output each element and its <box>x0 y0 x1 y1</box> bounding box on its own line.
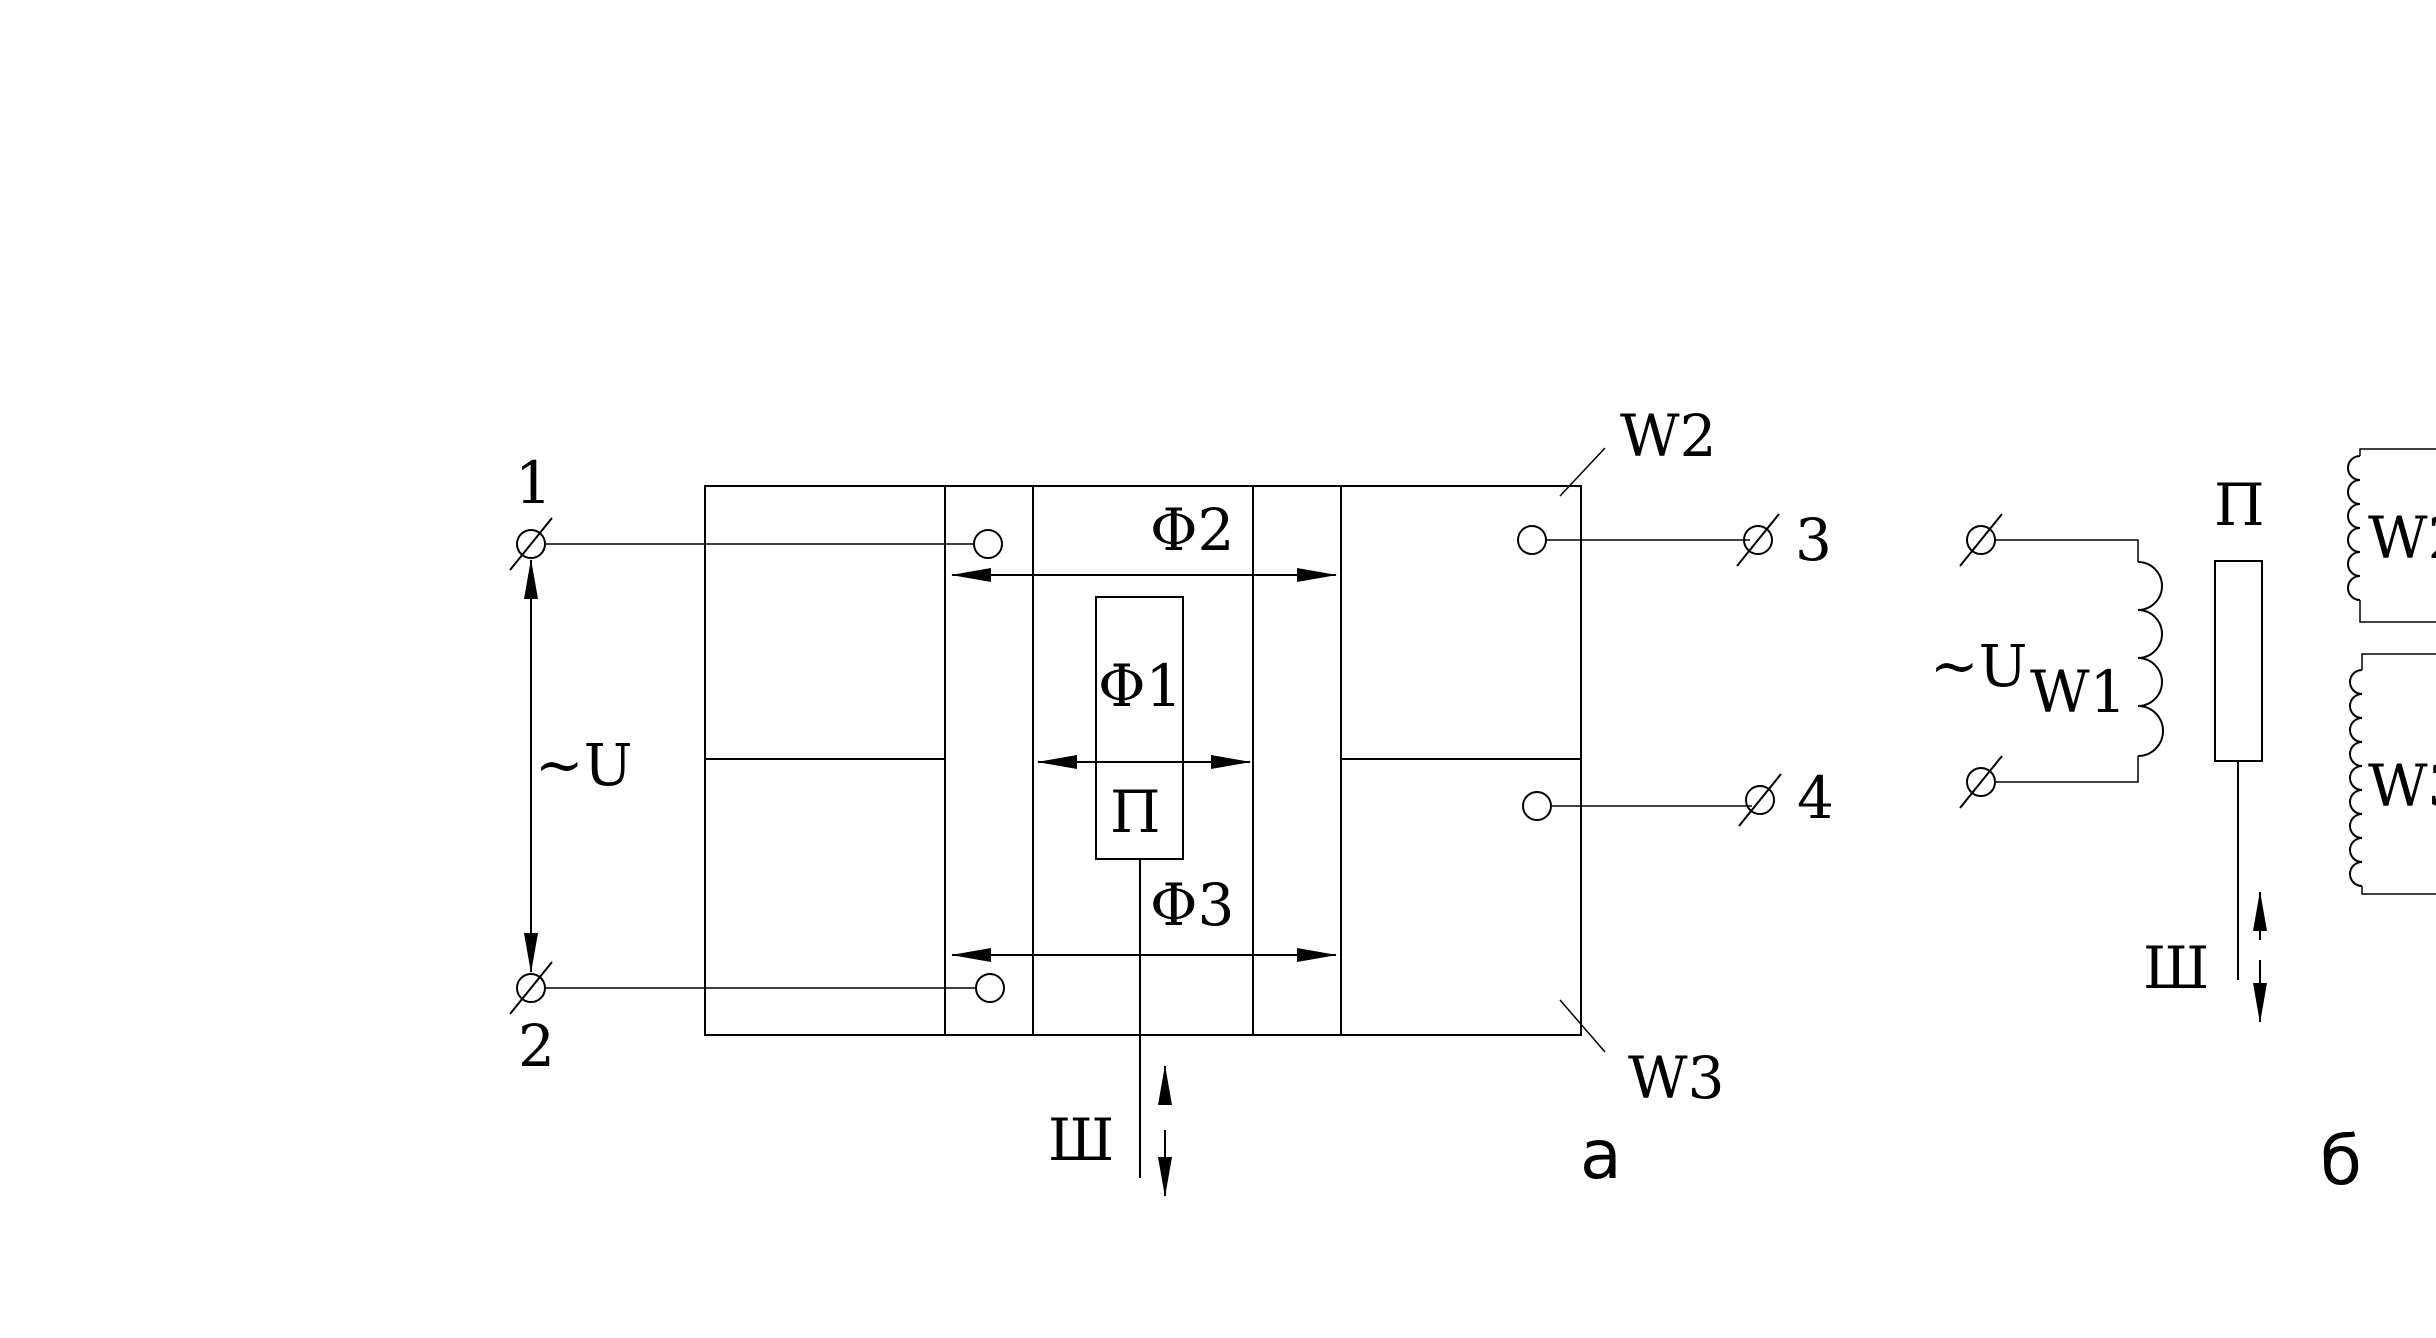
winding-lead-w2-right <box>1517 525 1547 555</box>
plunger-b <box>2214 560 2263 762</box>
label-plunger-b: П <box>2214 471 2265 539</box>
winding-w2-left <box>704 485 946 760</box>
winding-lead-w3-left <box>975 973 1005 1003</box>
figure-b: ~U W1 П W2 W3 Ш б <box>1930 448 2436 1201</box>
label-terminal-3: 3 <box>1795 506 1832 574</box>
coil-w2 <box>2347 455 2361 601</box>
transducer-body <box>704 485 1582 1036</box>
label-w1-b: W1 <box>2030 658 2127 726</box>
label-phi2: Φ2 <box>1150 496 1234 564</box>
label-phi1: Φ1 <box>1098 652 1182 720</box>
label-voltage-b: ~U <box>1930 632 2027 700</box>
terminal-3 <box>1743 525 1773 555</box>
winding-lead-w3-right <box>1522 791 1552 821</box>
winding-w3-left <box>704 758 946 1036</box>
coil-w3 <box>2349 669 2363 887</box>
winding-lead-w2-left <box>973 529 1003 559</box>
core-wall-right <box>1252 485 1342 1036</box>
label-terminal-1: 1 <box>515 449 552 517</box>
label-w2-b: W2 <box>2368 504 2436 572</box>
winding-w3-right <box>1340 758 1582 1036</box>
coil-w1 <box>2137 561 2164 757</box>
label-phi3: Φ3 <box>1150 871 1234 939</box>
label-w3-a: W3 <box>1628 1044 1725 1112</box>
core-cavity <box>1032 485 1254 1036</box>
label-voltage-a: ~U <box>535 731 632 799</box>
label-w3-b: W3 <box>2368 752 2436 820</box>
figure-a: 1 2 3 4 ~U Φ2 Φ1 Φ3 П W2 W3 Ш а <box>509 402 1834 1197</box>
label-rod-b: Ш <box>2143 934 2209 1002</box>
caption-b: б <box>2320 1122 2362 1201</box>
caption-a: а <box>1580 1116 1622 1195</box>
winding-w2-right <box>1340 485 1582 760</box>
label-terminal-2: 2 <box>518 1012 555 1080</box>
label-plunger-a: П <box>1110 778 1161 846</box>
label-rod-a: Ш <box>1048 1106 1114 1174</box>
label-terminal-4: 4 <box>1797 764 1834 832</box>
label-w2-a: W2 <box>1620 402 1717 470</box>
terminal-4 <box>1745 785 1775 815</box>
core-wall-left <box>944 485 1034 1036</box>
